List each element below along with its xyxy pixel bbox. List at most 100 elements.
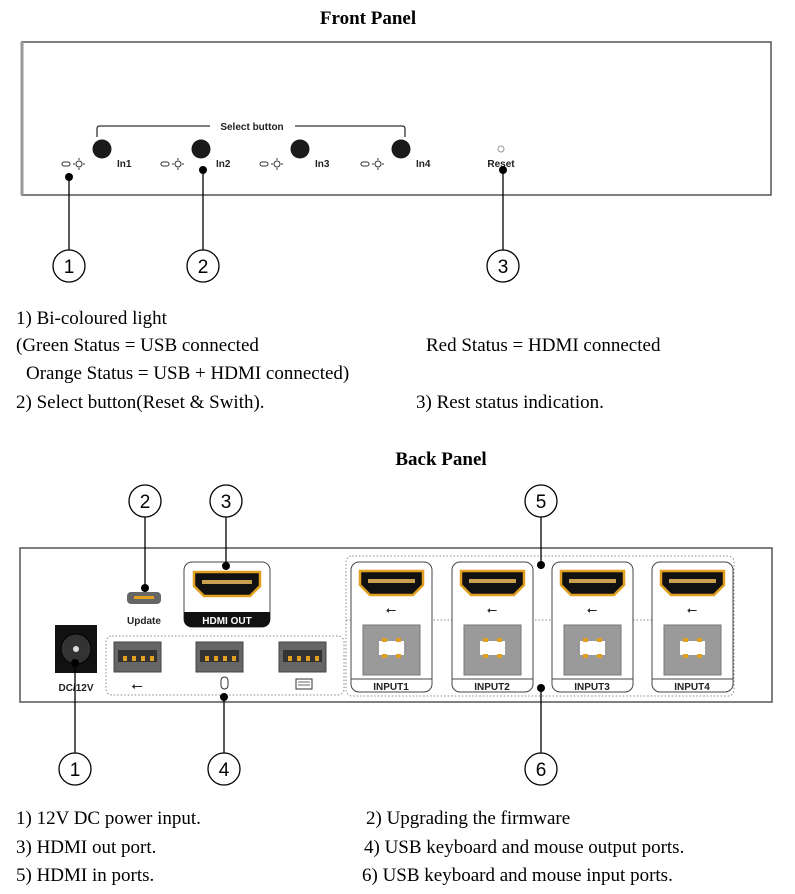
note-red: Red Status = HDMI connected [426, 335, 661, 356]
usb-b-pin [683, 654, 688, 658]
usb-b-pin [396, 654, 401, 658]
usb-a-slot [200, 650, 239, 662]
callout-number: 5 [536, 492, 547, 513]
leader-dot [537, 561, 545, 569]
mouse-icon [220, 676, 229, 690]
back-panel: DC/12V Update HDMI OUT ⭠ ⭠INPUT1⭠INPUT2⭠… [19, 547, 773, 703]
input-label: INPUT4 [674, 682, 710, 693]
leader-dot [499, 166, 507, 174]
back-note-2: 2) Upgrading the firmware [366, 808, 570, 829]
usb-pin [123, 656, 127, 661]
leader-dot [537, 684, 545, 692]
select-button-3 [290, 139, 310, 159]
callout-circle-4 [207, 752, 241, 786]
hdmi-pins [202, 580, 252, 584]
usb-icon: ⭠ [687, 602, 697, 617]
led-light-icon [273, 160, 281, 168]
hdmi-pins [569, 579, 616, 583]
usb-output-group [105, 635, 345, 696]
leader-dot [222, 562, 230, 570]
hdmi-pins [669, 579, 716, 583]
led-rays [73, 158, 85, 170]
usb-pin [297, 656, 301, 661]
callout-circle-2 [186, 249, 220, 283]
usb-a-slot [283, 650, 322, 662]
callout-circle-3 [209, 484, 243, 518]
callout-number: 2 [198, 257, 209, 278]
callout-number: 3 [498, 257, 509, 278]
usb-pin [315, 656, 319, 661]
dc-label: DC/12V [58, 683, 93, 694]
usb-link-icon [160, 161, 170, 167]
usb-b-socket [379, 641, 404, 655]
callout-circle-2 [128, 484, 162, 518]
callout-number: 4 [219, 760, 230, 781]
led-light-icon [174, 160, 182, 168]
back-panel-title: Back Panel [395, 449, 486, 470]
leader-dot [141, 584, 149, 592]
back-note-3: 3) HDMI out port. [16, 837, 156, 858]
keyboard-icon [295, 678, 313, 690]
input-label: In3 [315, 159, 330, 170]
input-label: In4 [416, 159, 431, 170]
usb-icon: ⭠ [587, 602, 597, 617]
callout-circle-6 [524, 752, 558, 786]
usb-b-pin [583, 638, 588, 642]
input-label: In1 [117, 159, 132, 170]
usb-link-icon [360, 161, 370, 167]
usb-b-pin [697, 638, 702, 642]
usb-icon: ⭠ [386, 602, 396, 617]
hdmi-pins [469, 579, 516, 583]
callout-circle-1 [58, 752, 92, 786]
usb-icon: ⭠ [487, 602, 497, 617]
usb-b-pin [497, 654, 502, 658]
callout-number: 3 [221, 492, 232, 513]
usb-b-socket [580, 641, 605, 655]
usb-b-pin [396, 638, 401, 642]
select-button-1 [92, 139, 112, 159]
usb-b-pin [597, 638, 602, 642]
usb-b-pin [683, 638, 688, 642]
note-orange: Orange Status = USB + HDMI connected) [26, 363, 349, 384]
keyboard-keys [298, 681, 310, 686]
select-button-2 [191, 139, 211, 159]
usb-pin [141, 656, 145, 661]
front-panel-title: Front Panel [320, 8, 416, 29]
leader-dot [199, 166, 207, 174]
usb-b-pin [597, 654, 602, 658]
usb-pin [205, 656, 209, 661]
usb-link-icon [61, 161, 71, 167]
callout-number: 2 [140, 492, 151, 513]
usb-b-pin [382, 638, 387, 642]
led-rays [271, 158, 283, 170]
callout-number: 1 [64, 257, 75, 278]
note-1: 1) Bi-coloured light [16, 308, 168, 329]
led-rays [172, 158, 184, 170]
usb-a-slot [118, 650, 157, 662]
usb-b-socket [480, 641, 505, 655]
input-label: INPUT1 [373, 682, 409, 693]
usb-pin [132, 656, 136, 661]
note-2: 2) Select button(Reset & Swith). [16, 392, 265, 413]
input-label: INPUT2 [474, 682, 510, 693]
leader-dot [220, 693, 228, 701]
usb-pin [306, 656, 310, 661]
select-button-4 [391, 139, 411, 159]
usb-link-icon [259, 161, 269, 167]
note-green: (Green Status = USB connected [16, 335, 259, 356]
usb-b-socket [680, 641, 705, 655]
usb-b-pin [483, 638, 488, 642]
usb-b-pin [697, 654, 702, 658]
callout-circle-3 [486, 249, 520, 283]
select-bracket [96, 125, 406, 137]
usb-b-pin [497, 638, 502, 642]
hdmi-pins [368, 579, 415, 583]
led-rays [372, 158, 384, 170]
input-label: INPUT3 [574, 682, 610, 693]
note-3: 3) Rest status indication. [416, 392, 604, 413]
callout-number: 1 [70, 760, 81, 781]
led-light-icon [75, 160, 83, 168]
usb-b-pin [583, 654, 588, 658]
callout-number: 6 [536, 760, 547, 781]
